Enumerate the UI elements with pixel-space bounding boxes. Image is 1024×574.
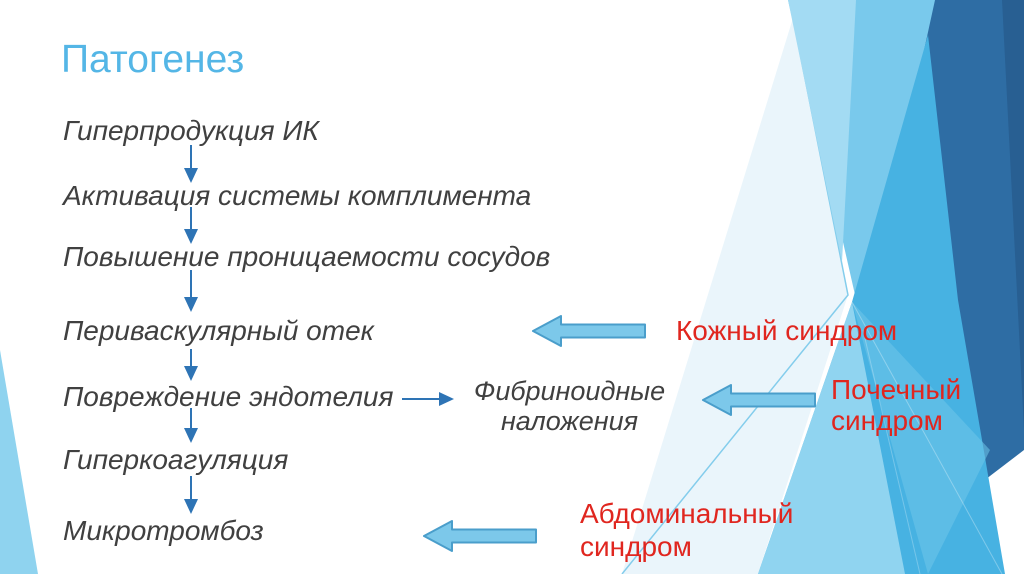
bottom-left-corner-triangle	[0, 350, 38, 574]
flow-step-endothelial-damage: Повреждение эндотелия	[63, 381, 394, 412]
label-abdominal-syndrome: Абдоминальный синдром	[580, 498, 794, 562]
label-renal-syndrome: Почечный синдром	[831, 374, 962, 436]
fibrinoid-note: Фибриноидные наложения	[473, 376, 666, 436]
block-arrow-abdominal	[423, 520, 537, 552]
block-arrow-renal	[702, 384, 816, 416]
flow-step-hyperproduction: Гиперпродукция ИК	[63, 115, 319, 146]
right-facet-pattern	[621, 0, 1024, 574]
label-skin-syndrome: Кожный синдром	[676, 315, 898, 346]
flow-step-complement-activation: Активация системы комплимента	[63, 180, 532, 211]
flow-step-perivascular-edema: Периваскулярный отек	[63, 315, 374, 346]
slide-title: Патогенез	[61, 38, 245, 81]
flow-step-microthrombosis: Микротромбоз	[63, 515, 264, 546]
flow-step-vascular-permeability: Повышение проницаемости сосудов	[63, 241, 551, 272]
block-arrow-skin	[532, 315, 646, 347]
flow-step-hypercoagulation: Гиперкоагуляция	[63, 444, 289, 475]
